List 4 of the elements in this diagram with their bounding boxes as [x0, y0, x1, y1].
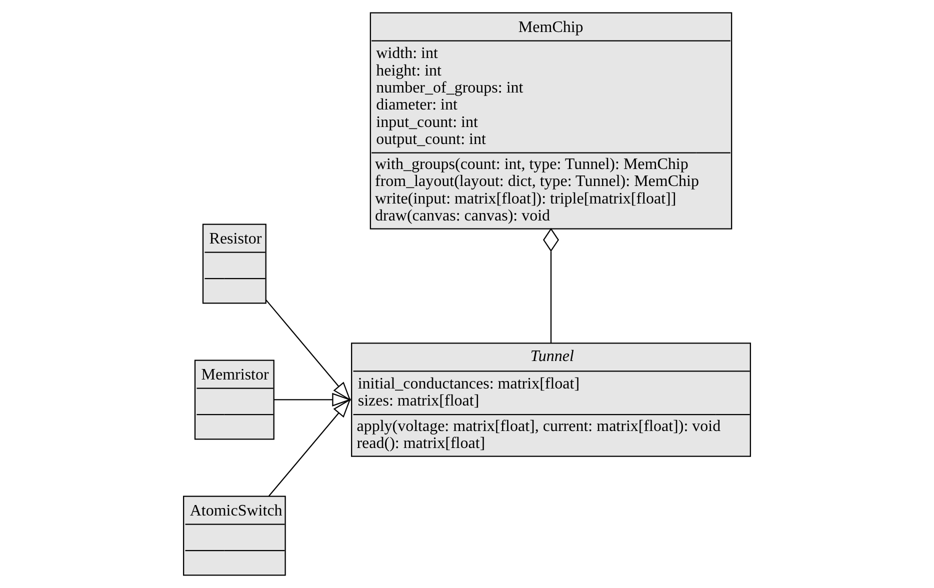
arrow — [268, 398, 351, 496]
arrow — [265, 299, 351, 402]
connector — [543, 228, 559, 344]
arrow — [274, 392, 352, 407]
